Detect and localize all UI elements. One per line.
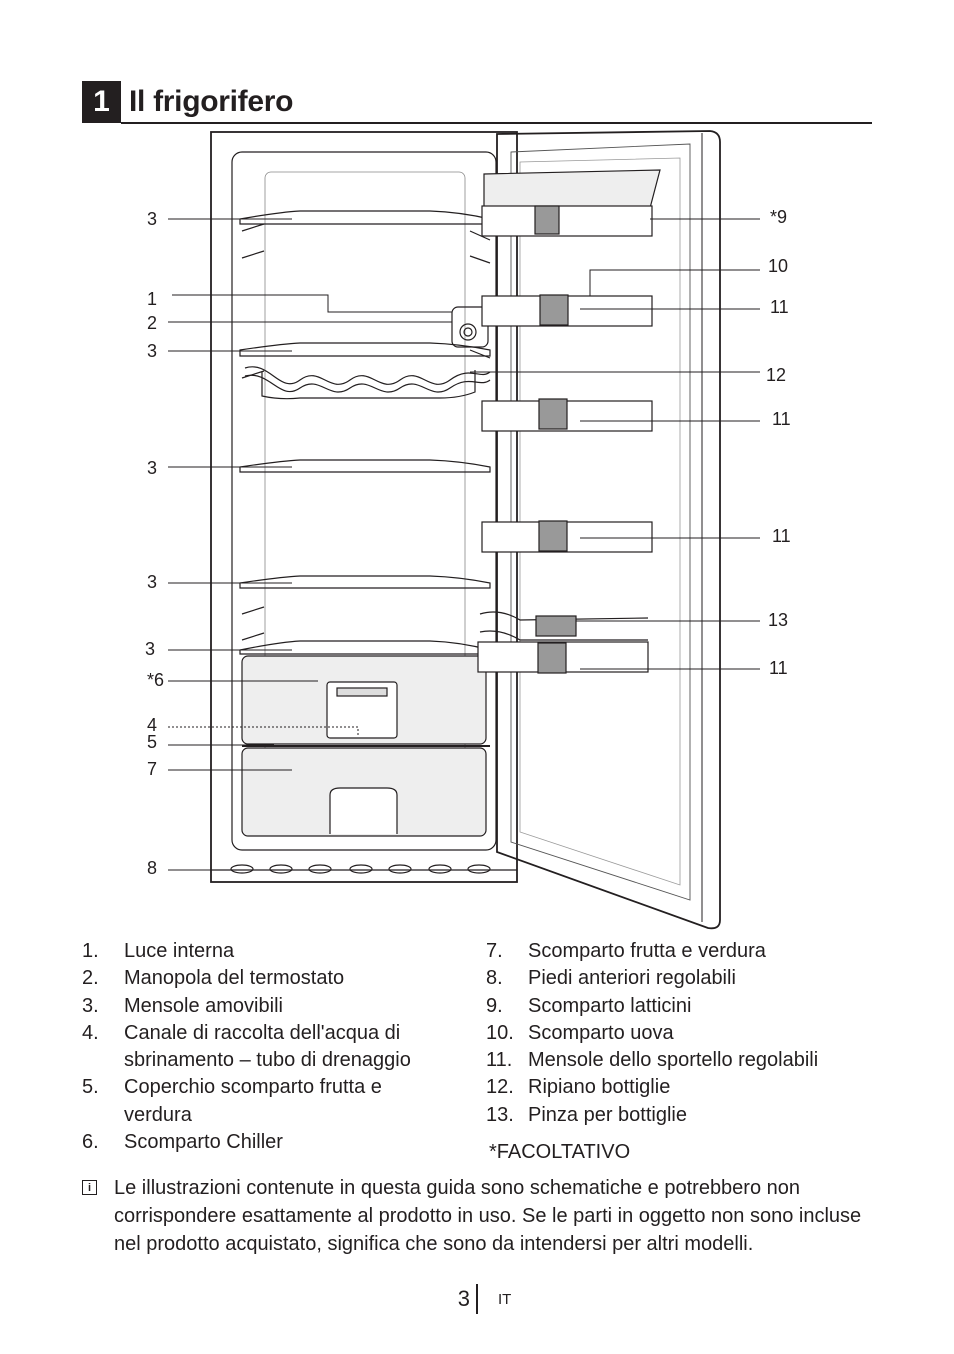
- info-icon: i: [82, 1180, 97, 1195]
- callout-8: 8: [147, 858, 157, 878]
- cabinet-outline: [210, 131, 518, 883]
- legend-item: 1.Luce interna: [82, 940, 235, 962]
- callout-11: 11: [769, 658, 788, 678]
- optional-note: *FACOLTATIVO: [489, 1141, 631, 1163]
- adjustable-feet: [230, 864, 491, 874]
- section-heading: 1 Il frigorifero: [82, 81, 872, 124]
- callout-3: 3: [145, 639, 155, 659]
- footer-divider: [476, 1284, 478, 1314]
- language-code: IT: [498, 1291, 512, 1308]
- page-number: 3: [457, 1286, 470, 1311]
- legend-item: 5.Coperchio scomparto frutta e verdura: [82, 1076, 382, 1126]
- legend-item: 6.Scomparto Chiller: [82, 1131, 283, 1154]
- legend-item: 9.Scomparto latticini: [486, 994, 692, 1017]
- section-title: Il frigorifero: [129, 85, 294, 118]
- shelves: [239, 210, 491, 655]
- legend-item: 2.Manopola del termostato: [82, 967, 345, 990]
- callout-11: 11: [770, 297, 789, 317]
- callout-3: 3: [147, 572, 157, 592]
- chiller-compartment: [241, 655, 487, 745]
- legend-item: 13.Pinza per bottiglie: [486, 1103, 687, 1126]
- callout-13: 13: [768, 610, 788, 630]
- info-note-text: Le illustrazioni contenute in questa gui…: [114, 1177, 862, 1255]
- callout-1: 1: [147, 289, 157, 309]
- callout-6: *6: [147, 670, 164, 690]
- callout-2: 2: [147, 313, 157, 333]
- crisper-drawer: [241, 747, 487, 837]
- door: [496, 130, 721, 930]
- section-number: 1: [82, 81, 121, 123]
- legend-item: 11.Mensole dello sportello regolabili: [486, 1049, 819, 1072]
- heading-rule: [121, 122, 872, 124]
- callout-11: 11: [772, 526, 791, 546]
- callout-3: 3: [147, 209, 157, 229]
- bottle-rack: [244, 366, 491, 400]
- callout-7: 7: [147, 759, 157, 779]
- legend-left: 1.Luce interna 2.Manopola del termostato…: [82, 938, 452, 1156]
- fridge-diagram: 3 1 2 3 3 3 3 *6 4 5 7 8 *9 10 11 12 11 …: [145, 130, 791, 930]
- callout-9: *9: [770, 207, 787, 227]
- legend-item: 7.Scomparto frutta e verdura: [486, 940, 766, 962]
- legend-item: 4.Canale di raccolta dell'acqua di sbrin…: [82, 1021, 411, 1072]
- callout-11: 11: [772, 409, 791, 429]
- thermostat-knob: [451, 306, 489, 348]
- legend-right: 7.Scomparto frutta e verdura 8.Piedi ant…: [486, 938, 886, 1129]
- callout-5: 5: [147, 732, 157, 752]
- callout-4: 4: [147, 715, 157, 735]
- callout-12: 12: [766, 365, 786, 385]
- legend-item: 10.Scomparto uova: [486, 1021, 674, 1044]
- legend-item: 3.Mensole amovibili: [82, 994, 283, 1017]
- legend-item: 8.Piedi anteriori regolabili: [486, 967, 736, 990]
- door-bins: [477, 169, 661, 674]
- callout-10: 10: [768, 256, 788, 276]
- callout-3: 3: [147, 341, 157, 361]
- cabinet-liner: [231, 151, 497, 851]
- legend-item: 12.Ripiano bottiglie: [486, 1076, 671, 1099]
- callout-3: 3: [147, 458, 157, 478]
